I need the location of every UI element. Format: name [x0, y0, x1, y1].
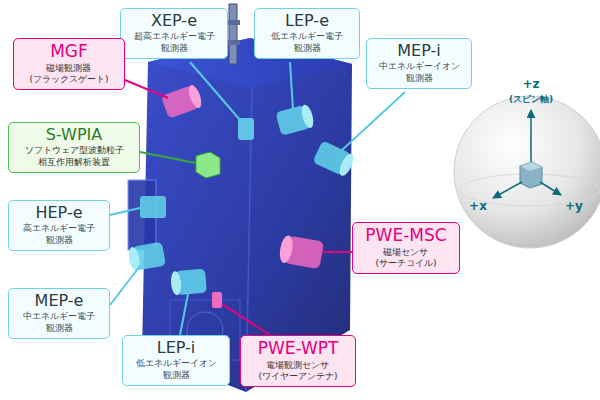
- instrument-box: LEP-i低エネルギーイオン 観測器: [122, 335, 230, 386]
- satellite-body: [128, 4, 352, 392]
- instrument-name: PWE-WPT: [248, 339, 348, 359]
- instrument-box: MGF磁場観測器 (フラックスゲート): [13, 38, 125, 90]
- instrument-box: XEP-e超高エネルギー電子 観測器: [120, 8, 228, 59]
- axis-label: +y: [565, 199, 583, 213]
- instrument-name: MEP-i: [374, 42, 464, 60]
- instrument-box: PWE-WPT電場観測センサ (ワイヤーアンテナ): [240, 335, 356, 387]
- instrument-name: MGF: [21, 42, 117, 62]
- instrument-description: 中エネルギーイオン 観測器: [379, 61, 460, 84]
- instrument-description: 低エネルギー電子 観測器: [271, 31, 343, 54]
- axis-sphere: [454, 96, 600, 248]
- instruments: [127, 84, 356, 308]
- instrument-description: 磁場観測器 (フラックスゲート): [29, 63, 108, 86]
- instrument-name: XEP-e: [128, 12, 220, 30]
- instrument-name: S-WPIA: [16, 126, 132, 144]
- axis-note: (スピン軸): [509, 93, 553, 106]
- instrument-name: LEP-i: [130, 339, 222, 357]
- instrument-description: 超高エネルギー電子 観測器: [134, 31, 215, 54]
- instrument-box: HEP-e高エネルギー電子 観測器: [8, 200, 110, 251]
- instrument-name: HEP-e: [16, 204, 102, 222]
- instrument-box: MEP-i中エネルギーイオン 観測器: [366, 38, 472, 89]
- instrument-name: MEP-e: [16, 292, 102, 310]
- axis-label: +x: [469, 199, 487, 213]
- instrument-description: 中エネルギー電子 観測器: [23, 311, 95, 334]
- instrument-description: 高エネルギー電子 観測器: [23, 223, 95, 246]
- instrument-box: LEP-e低エネルギー電子 観測器: [254, 8, 360, 59]
- instrument-name: LEP-e: [262, 12, 352, 30]
- instrument-name: PWE-MSC: [360, 226, 452, 246]
- instrument-box: PWE-MSC磁場センサ (サーチコイル): [352, 222, 460, 274]
- instrument-description: 電場観測センサ (ワイヤーアンテナ): [258, 360, 337, 383]
- instrument-description: 磁場センサ (サーチコイル): [375, 247, 436, 270]
- software-box: S-WPIAソフトウェア型波動粒子 相互作用解析装置: [8, 122, 140, 173]
- instrument-description: 低エネルギーイオン 観測器: [136, 358, 217, 381]
- axis-label: +z: [522, 77, 539, 91]
- instrument-box: MEP-e中エネルギー電子 観測器: [8, 288, 110, 339]
- instrument-description: ソフトウェア型波動粒子 相互作用解析装置: [25, 145, 124, 168]
- leader-lines: [110, 62, 405, 335]
